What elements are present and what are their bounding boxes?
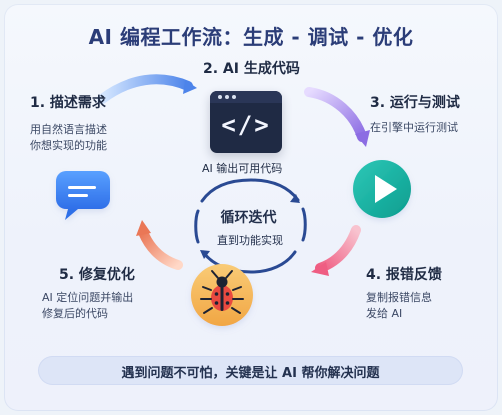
step-describe-description-line-2: 你想实现的功能: [30, 139, 107, 152]
step-fix-description: AI 定位问题并输出 修复后的代码: [42, 290, 133, 322]
code-window-header: [210, 91, 282, 103]
footer-banner: 遇到问题不可怕，关键是让 AI 帮你解决问题: [38, 356, 463, 385]
chat-icon-group: [56, 171, 110, 220]
step-report-description-line-1: 复制报错信息: [366, 291, 432, 304]
step-describe-description: 用自然语言描述 你想实现的功能: [30, 122, 107, 154]
window-dot-icon: [232, 95, 236, 99]
workflow-card: AI 编程工作流：生成 - 调试 - 优化: [4, 4, 498, 411]
chat-bubble-icon: [56, 171, 110, 209]
step-generate-caption: AI 输出可用代码: [202, 162, 283, 175]
code-window-icon: </>: [210, 91, 282, 153]
window-dot-icon: [218, 95, 222, 99]
code-symbol: </>: [221, 111, 271, 139]
workflow-cycle-diagram: [56, 74, 411, 326]
window-dot-icon: [225, 95, 229, 99]
center-loop-description: 直到功能实现: [217, 234, 283, 247]
center-loop-title: 循环迭代: [220, 210, 277, 226]
step-test-description: 在引擎中运行测试: [370, 121, 458, 134]
step-test-title: 3. 运行与测试: [370, 95, 460, 111]
step-fix-title: 5. 修复优化: [59, 267, 135, 283]
play-icon-group: [353, 160, 411, 218]
step-report-description-line-2: 发给 AI: [366, 307, 403, 320]
step-report-description: 复制报错信息 发给 AI: [366, 290, 432, 322]
footer-message: 遇到问题不可怕，关键是让 AI 帮你解决问题: [121, 366, 380, 381]
center-loop: [194, 178, 307, 274]
step-fix-description-line-2: 修复后的代码: [42, 307, 108, 320]
step-generate-title: 2. AI 生成代码: [203, 61, 300, 77]
step-describe-title: 1. 描述需求: [30, 95, 106, 111]
page-title: AI 编程工作流：生成 - 调试 - 优化: [88, 25, 414, 49]
step-report-title: 4. 报错反馈: [366, 267, 442, 283]
step-describe-description-line-1: 用自然语言描述: [30, 123, 107, 136]
step-fix-description-line-1: AI 定位问题并输出: [42, 291, 134, 304]
cycle-arrows: [97, 74, 370, 276]
bug-icon-group: [191, 264, 253, 326]
